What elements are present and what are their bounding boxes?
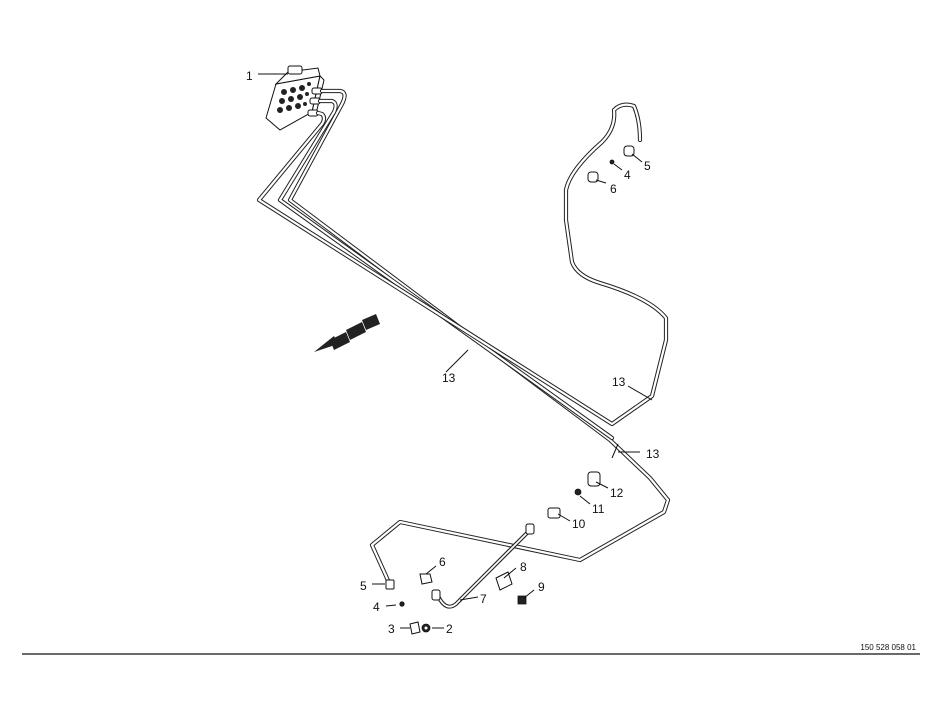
fitting-5-lower xyxy=(385,579,395,590)
callout-5-upper: 5 xyxy=(644,159,651,173)
fitting-5-upper xyxy=(623,145,635,157)
callout-13-left: 13 xyxy=(442,371,456,385)
fitting-10 xyxy=(547,507,561,519)
document-reference: 150 528 058 01 xyxy=(860,643,916,652)
fitting-6-lower xyxy=(419,573,433,585)
callout-9: 9 xyxy=(538,580,545,594)
fitting-8 xyxy=(495,571,513,591)
fitting-11 xyxy=(574,488,582,496)
valve-block xyxy=(265,65,325,131)
fitting-3 xyxy=(409,621,421,635)
fitting-12 xyxy=(587,471,601,487)
callout-3: 3 xyxy=(388,622,395,636)
callout-7: 7 xyxy=(480,592,487,606)
callout-6-lower: 6 xyxy=(439,555,446,569)
callout-5-lower: 5 xyxy=(360,579,367,593)
fittings xyxy=(385,145,635,635)
callout-4-upper: 4 xyxy=(624,168,631,182)
hose-part xyxy=(431,523,535,609)
callout-6-upper: 6 xyxy=(610,182,617,196)
fitting-4-upper xyxy=(609,159,615,165)
callout-10: 10 xyxy=(572,517,586,531)
callout-12: 12 xyxy=(610,486,624,500)
direction-arrow-icon xyxy=(314,314,380,352)
callout-4-lower: 4 xyxy=(373,600,380,614)
fitting-4-lower xyxy=(399,601,405,607)
callouts: 1 2 3 4 5 6 7 8 9 10 11 12 13 13 13 5 4 … xyxy=(246,69,660,636)
pipe-bundle xyxy=(256,88,671,586)
callout-8: 8 xyxy=(520,560,527,574)
callout-2: 2 xyxy=(446,622,453,636)
fitting-6-upper xyxy=(587,171,599,183)
callout-13-lower: 13 xyxy=(646,447,660,461)
callout-13-right: 13 xyxy=(612,375,626,389)
callout-11: 11 xyxy=(592,502,605,516)
leader-lines xyxy=(258,73,653,629)
callout-1: 1 xyxy=(246,69,253,83)
